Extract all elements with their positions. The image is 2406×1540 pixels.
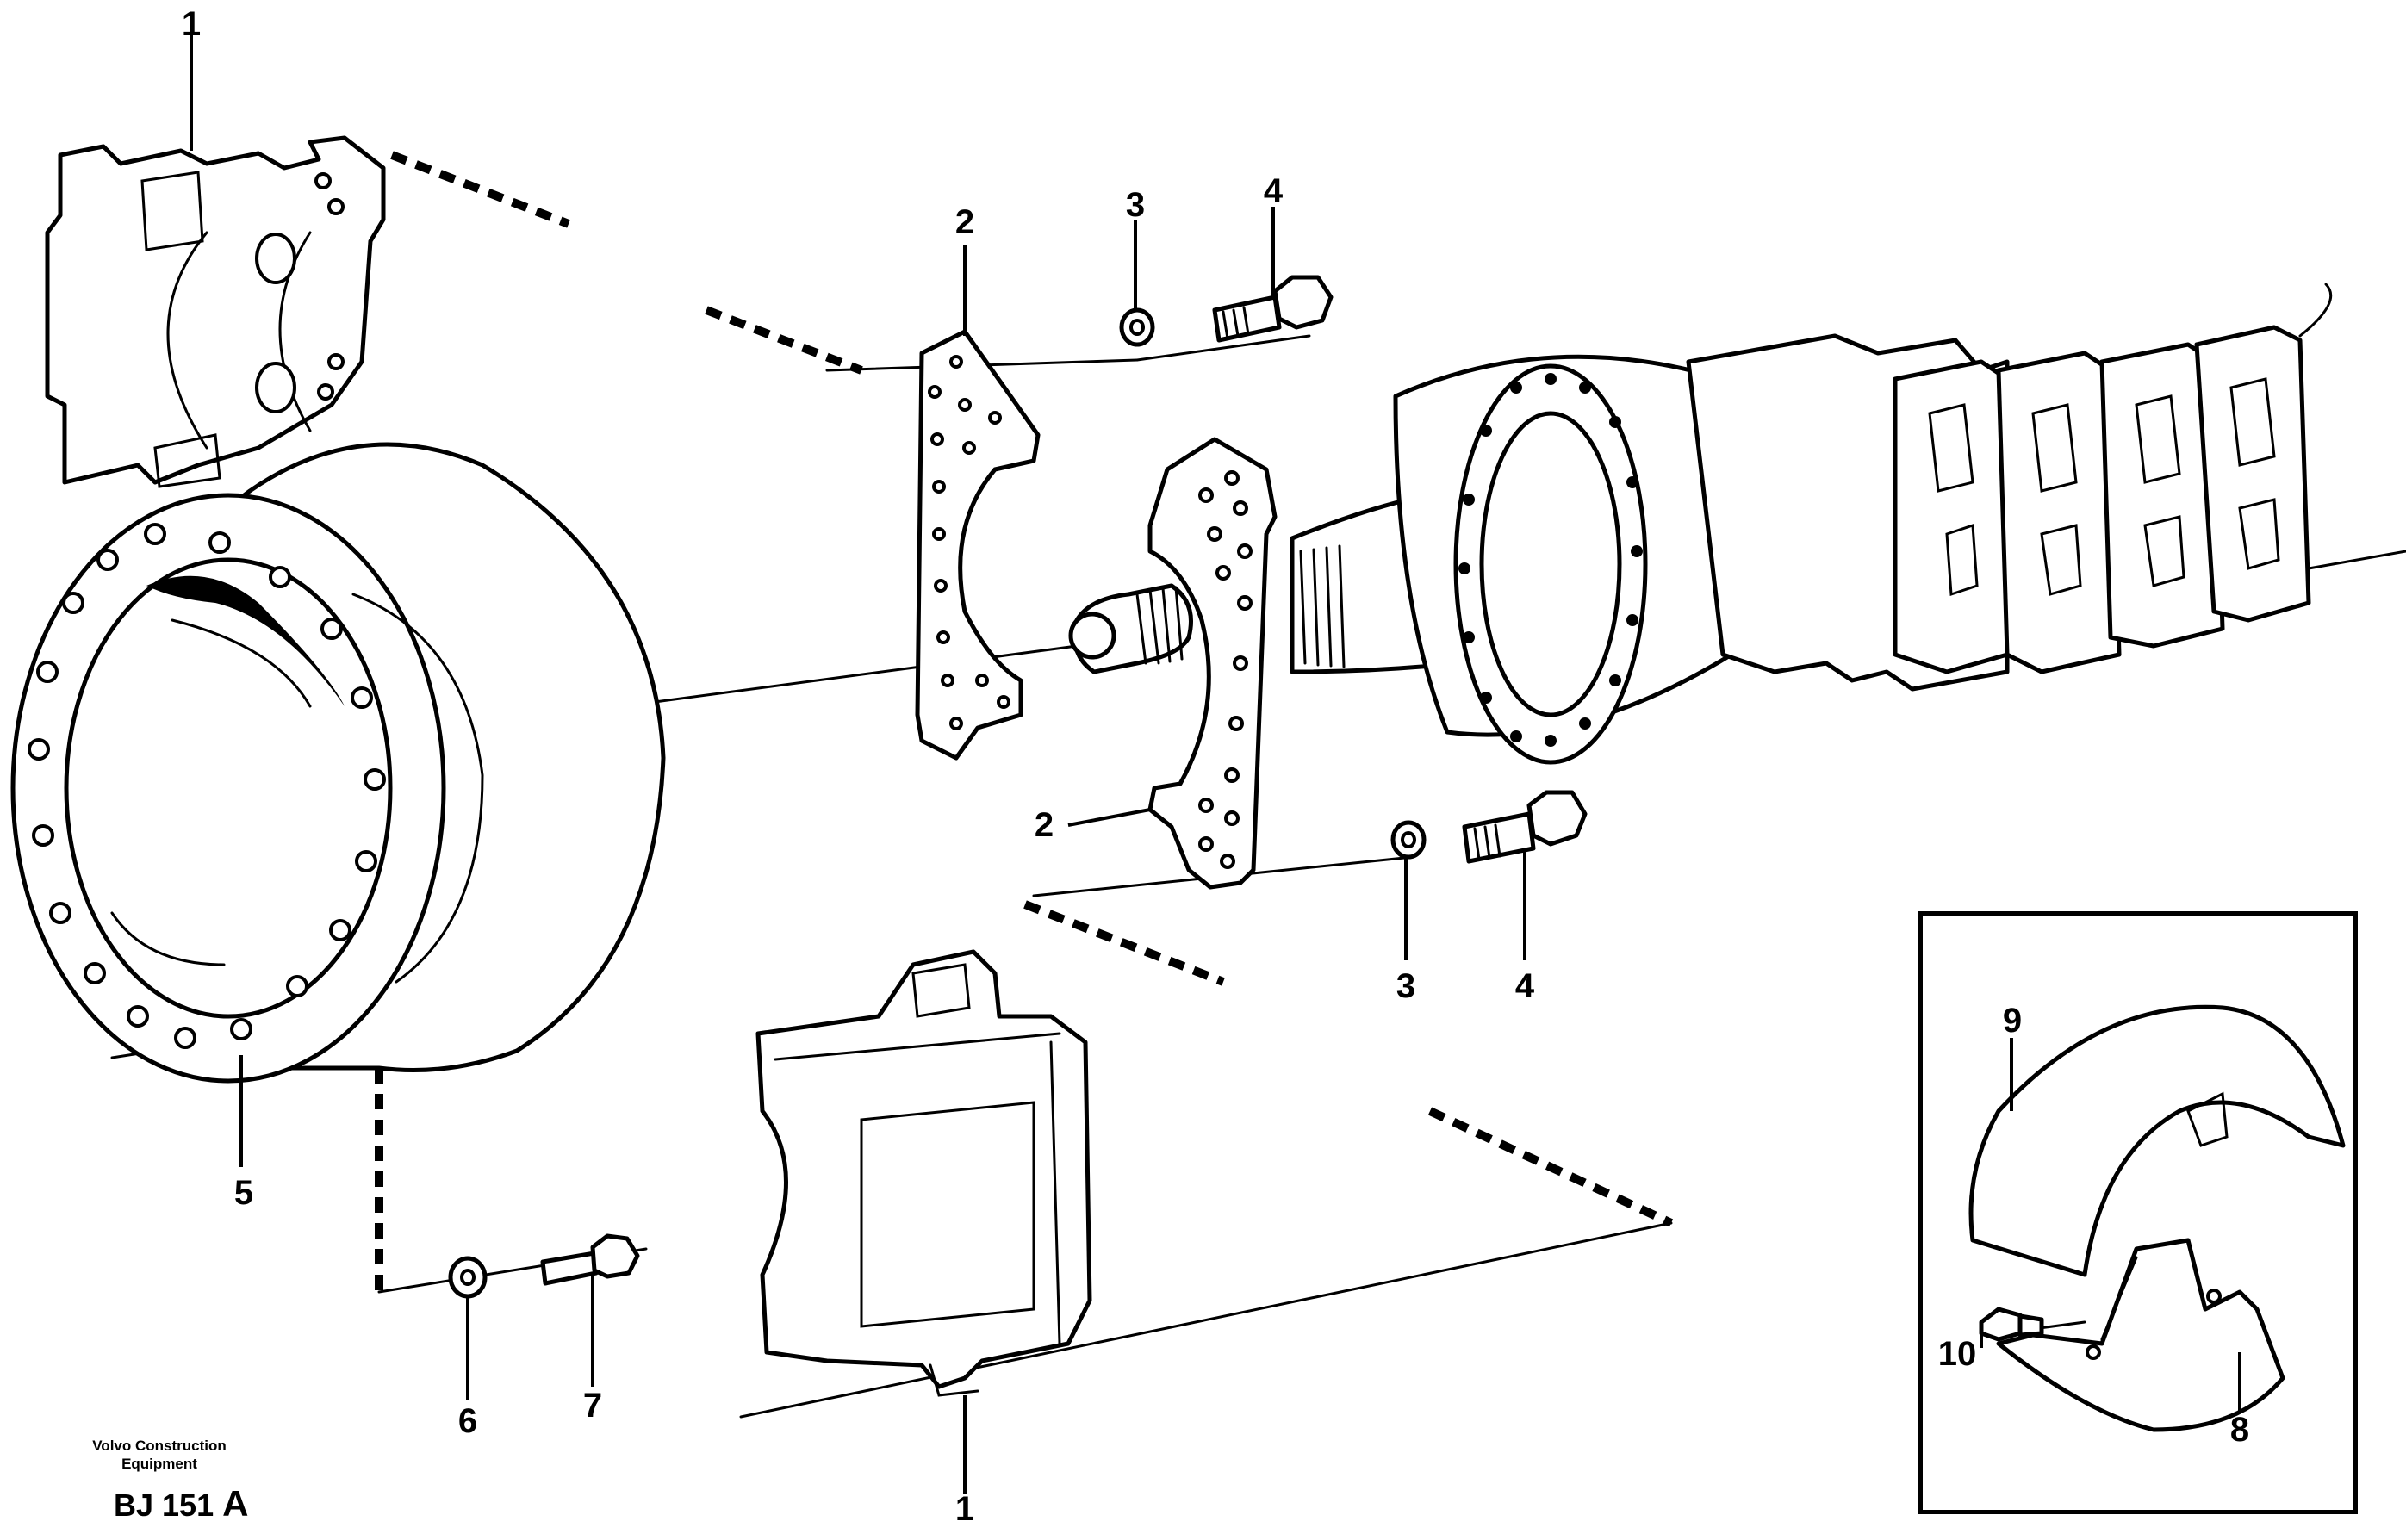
adjuster-spring	[1068, 583, 1193, 674]
callout-5: 5	[233, 1174, 254, 1212]
bracket-plate-lower	[1147, 437, 1278, 890]
callout-4-top: 4	[1263, 172, 1284, 210]
callout-1-top: 1	[181, 5, 202, 43]
figure-code: BJ 151 A	[114, 1483, 248, 1524]
bolt-lower	[1462, 790, 1588, 864]
caliper-half-lower	[755, 949, 1092, 1397]
washer-lower	[1390, 820, 1427, 860]
caption-line-1: Volvo Construction	[92, 1438, 227, 1454]
bolt-disc	[540, 1233, 640, 1286]
axle-hub-assembly	[1290, 283, 2406, 765]
caliper-half-upper	[45, 135, 386, 488]
callout-2-mid: 2	[1034, 806, 1054, 844]
washer-upper	[1119, 307, 1155, 347]
hub-bolt-holes	[1458, 373, 1643, 747]
publisher-caption: Volvo Construction Equipment	[52, 1437, 267, 1473]
callout-6: 6	[457, 1402, 478, 1440]
washer-disc	[448, 1256, 488, 1299]
bracket-upper-holes	[928, 355, 1010, 730]
inset-frame	[1918, 911, 2358, 1514]
figure-code-main: BJ 151	[114, 1487, 214, 1523]
callout-1-bottom: 1	[954, 1490, 975, 1528]
brake-disc	[10, 442, 666, 1084]
bracket-plate-upper	[915, 329, 1041, 761]
callout-3-top: 3	[1125, 186, 1146, 224]
bracket-lower-holes	[1198, 470, 1253, 869]
callout-2-top: 2	[954, 203, 975, 241]
disc-bolt-holes	[28, 523, 386, 1049]
callout-4-bottom: 4	[1514, 967, 1535, 1005]
callout-8: 8	[2229, 1411, 2250, 1449]
figure-code-suffix: A	[222, 1483, 249, 1524]
bolt-upper	[1212, 275, 1334, 343]
callout-7: 7	[582, 1387, 603, 1425]
callout-3-bottom: 3	[1396, 967, 1416, 1005]
callout-9: 9	[2002, 1002, 2023, 1040]
caption-line-2: Equipment	[121, 1456, 197, 1472]
leader-lines	[190, 34, 2241, 1494]
inset-parts	[1968, 1004, 2346, 1432]
callout-10: 10	[1937, 1335, 1977, 1373]
